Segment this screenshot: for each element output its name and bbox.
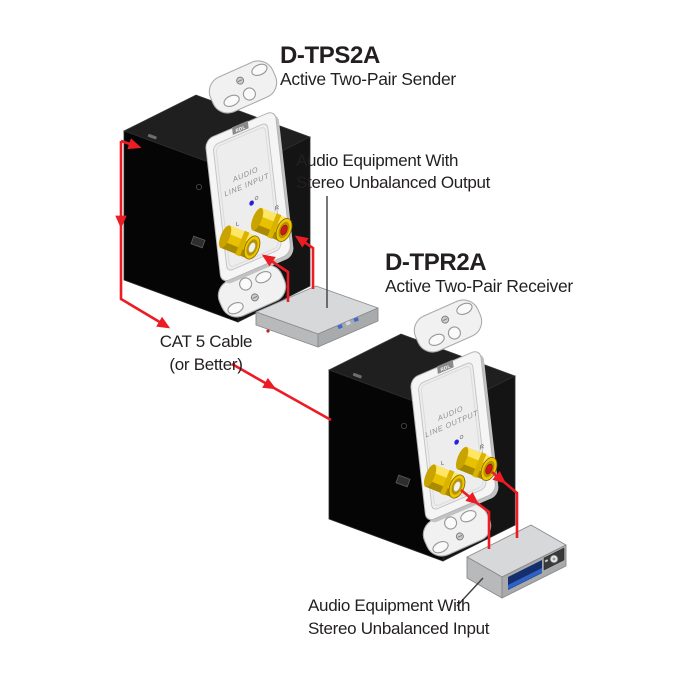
cable-label-line2: (or Better) — [169, 355, 242, 374]
sink-equipment-label-line2: Stereo Unbalanced Input — [308, 619, 490, 638]
receiver-jack-left-label: L — [441, 459, 445, 468]
sender-power-led — [249, 200, 254, 206]
sink-pointer-line — [456, 577, 484, 607]
receiver-rca-jack-left-icon — [420, 461, 469, 502]
sender-jack-right-label: R — [275, 204, 280, 213]
cat5-cable — [115, 138, 332, 422]
sender-jack-left-label: L — [236, 220, 240, 229]
source-equipment-box — [255, 285, 379, 348]
sender-input-cables — [261, 235, 315, 302]
receiver-model-label: D-TPR2A — [385, 249, 486, 276]
receiver-power-led — [454, 439, 459, 445]
sender-rca-jack-left-icon — [215, 222, 264, 263]
receiver-led-mark — [459, 434, 464, 440]
sender-brand-label: RDL — [235, 124, 245, 134]
source-equipment-label-line2: Stereo Unbalanced Output — [296, 173, 491, 192]
sender-device: RDL AUDIO LINE INPUT R L — [124, 56, 310, 322]
source-power-led — [266, 329, 270, 333]
receiver-jack-right-label: R — [480, 443, 485, 452]
sender-description-label: Active Two-Pair Sender — [280, 69, 456, 89]
sink-equipment-box — [466, 524, 567, 599]
sink-equipment-label-line1: Audio Equipment With — [308, 596, 470, 615]
receiver-device: RDL AUDIO LINE OUTPUT R L — [329, 295, 515, 561]
sender-led-mark — [254, 195, 259, 201]
cable-label-line1: CAT 5 Cable — [160, 332, 252, 351]
receiver-description-label: Active Two-Pair Receiver — [385, 276, 573, 296]
receiver-output-cables — [460, 470, 519, 549]
receiver-brand-label: RDL — [440, 363, 450, 373]
sender-model-label: D-TPS2A — [280, 42, 380, 69]
source-equipment-label-line1: Audio Equipment With — [296, 151, 458, 170]
receiver-rca-jack-right-icon — [452, 444, 501, 484]
sender-rca-jack-right-icon — [247, 205, 296, 245]
